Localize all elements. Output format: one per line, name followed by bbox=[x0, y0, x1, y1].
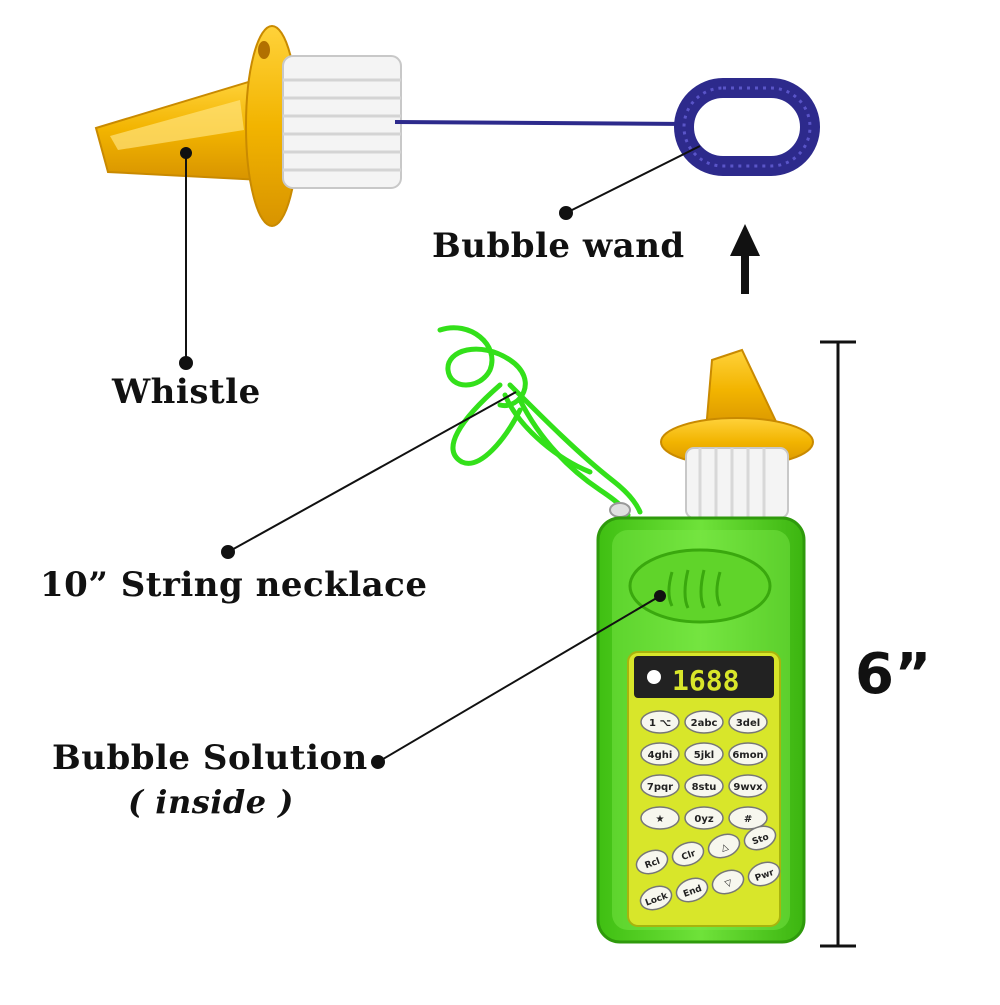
height-label: 6” bbox=[855, 642, 932, 707]
keypad-key: Rcl bbox=[635, 849, 669, 875]
wand-pointer-dot bbox=[559, 206, 573, 220]
height-dimension-bar bbox=[820, 340, 856, 948]
svg-text:5jkl: 5jkl bbox=[694, 750, 714, 761]
string-necklace bbox=[437, 325, 643, 518]
keypad-key: 1 ⌥ bbox=[640, 710, 680, 734]
keypad-key: 7pqr bbox=[640, 774, 680, 798]
svg-text:#: # bbox=[744, 814, 752, 825]
annotations bbox=[179, 145, 701, 769]
keypad-key: Clr bbox=[671, 841, 705, 867]
svg-text:7pqr: 7pqr bbox=[647, 782, 673, 793]
phone-bubble-bottle: 1688 1 ⌥ 2abc 3del 4ghi 5jkl 6mon 7pqr 8stu 9wvx… bbox=[437, 325, 814, 944]
up-arrow-icon bbox=[730, 224, 760, 294]
solution-pointer-dot bbox=[371, 755, 385, 769]
keypad-key: End bbox=[675, 877, 709, 903]
bubble-solution-label: Bubble Solution bbox=[52, 738, 368, 778]
keypad-key: Pwr bbox=[747, 861, 781, 887]
keypad-key: ★ bbox=[640, 806, 680, 830]
keypad-key: Lock bbox=[639, 885, 673, 911]
svg-text:6mon: 6mon bbox=[732, 750, 763, 761]
svg-text:△: △ bbox=[720, 842, 730, 854]
svg-text:9wvx: 9wvx bbox=[733, 782, 763, 793]
keypad-key: 6mon bbox=[728, 742, 768, 766]
svg-text:8stu: 8stu bbox=[692, 782, 717, 793]
keypad-key: 2abc bbox=[684, 710, 724, 734]
keypad-key: 4ghi bbox=[640, 742, 680, 766]
svg-text:0yz: 0yz bbox=[694, 814, 713, 825]
white-cap bbox=[282, 55, 402, 189]
string-pointer-dot bbox=[221, 545, 235, 559]
svg-text:1 ⌥: 1 ⌥ bbox=[649, 718, 671, 729]
whistle-wand-assembly bbox=[94, 25, 820, 227]
svg-text:4ghi: 4ghi bbox=[648, 750, 673, 761]
keypad-key: 9wvx bbox=[728, 774, 768, 798]
keypad-key: 8stu bbox=[684, 774, 724, 798]
keypad-key: 5jkl bbox=[684, 742, 724, 766]
svg-text:3del: 3del bbox=[736, 718, 760, 729]
keypad-key: ▽ bbox=[711, 869, 745, 895]
bubble-wand-label: Bubble wand bbox=[432, 226, 685, 266]
phone-display: 1688 bbox=[672, 664, 739, 697]
keypad-key: 3del bbox=[728, 710, 768, 734]
wand-loop bbox=[674, 78, 820, 176]
wand-stick bbox=[394, 120, 691, 126]
whistle-pointer-dot bbox=[179, 356, 193, 370]
keypad-key: # bbox=[728, 806, 768, 830]
inside-label: ( inside ) bbox=[128, 783, 294, 821]
svg-text:2abc: 2abc bbox=[691, 718, 718, 729]
whistle-label: Whistle bbox=[112, 372, 261, 412]
svg-text:▽: ▽ bbox=[724, 878, 734, 890]
keypad-key: Sto bbox=[743, 825, 777, 851]
keypad-key: 0yz bbox=[684, 806, 724, 830]
svg-text:Clr: Clr bbox=[680, 849, 697, 863]
svg-text:★: ★ bbox=[656, 814, 665, 825]
phone-keypad: 1 ⌥ 2abc 3del 4ghi 5jkl 6mon 7pqr 8stu 9wvx ★ 0yz #… bbox=[635, 710, 781, 911]
string-necklace-label: 10” String necklace bbox=[40, 565, 428, 605]
keypad-key: △ bbox=[707, 833, 741, 859]
svg-text:Rcl: Rcl bbox=[644, 857, 662, 872]
